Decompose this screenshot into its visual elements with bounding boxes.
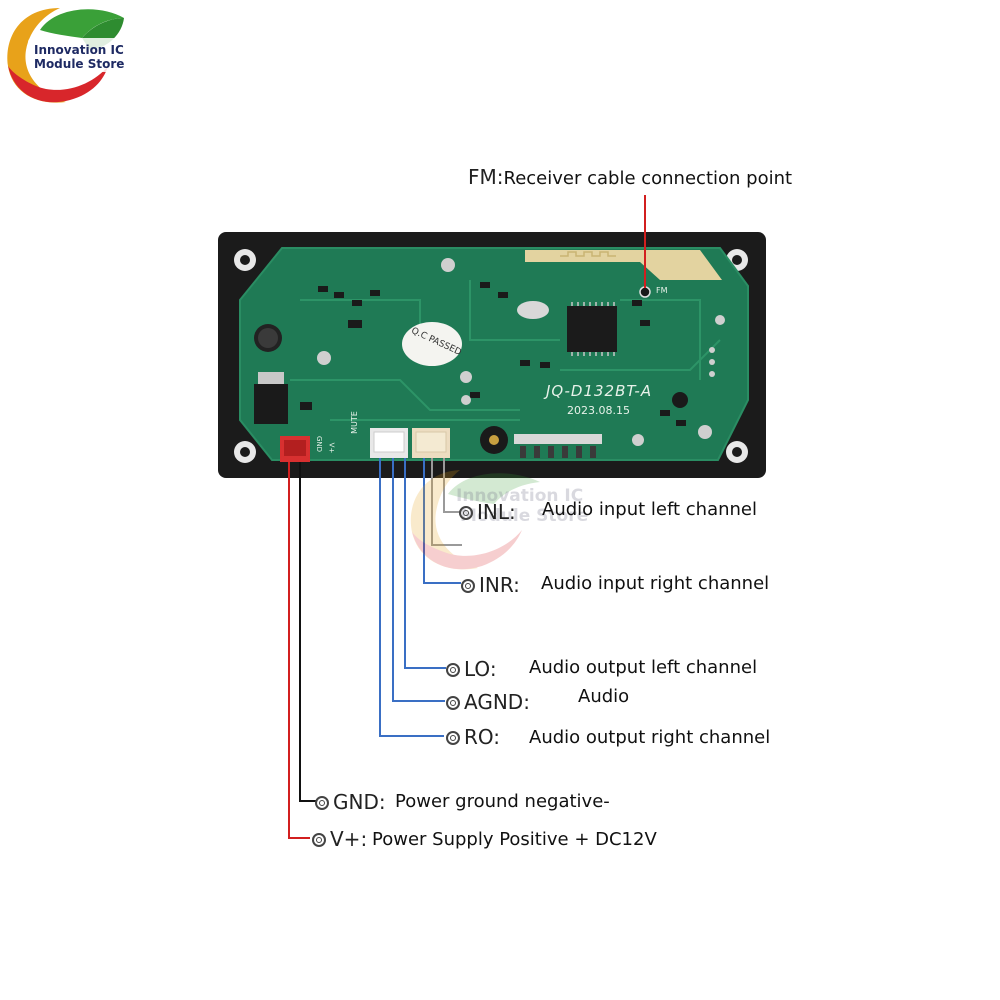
pin-inr: INR: (461, 573, 520, 597)
pin-agnd: AGND: (446, 690, 530, 714)
board-model-label: JQ-D132BT-A (546, 382, 653, 400)
pin-lo-description: Audio output left channel (529, 657, 758, 678)
silk-mute: MUTE (349, 411, 359, 434)
target-icon (459, 506, 473, 520)
fm-label: FM:Receiver cable connection point (468, 166, 792, 190)
target-icon (312, 833, 326, 847)
pin-vplus: V+: (312, 827, 367, 851)
watermark-line2: Module Store (460, 506, 589, 526)
brand-name-line2: Module Store (34, 57, 125, 71)
pin-gnd: GND: (315, 790, 386, 814)
vplus-wire (288, 462, 310, 839)
pin-agnd-description: Audio (578, 686, 630, 707)
lo-wire (404, 458, 446, 669)
agnd-wire (392, 458, 445, 702)
ro-wire (379, 458, 444, 737)
pin-ro-name: RO: (464, 725, 501, 749)
fm-description: Receiver cable connection point (503, 168, 793, 189)
silk-vplus: V+ (327, 442, 336, 454)
main-chip (567, 306, 617, 352)
pin-vplus-description: Power Supply Positive + DC12V (372, 829, 657, 850)
board-date-label: 2023.08.15 (567, 404, 630, 417)
pin-gnd-name: GND: (333, 790, 386, 814)
target-icon (446, 731, 460, 745)
qc-passed-sticker (402, 322, 462, 366)
gray-wire (431, 458, 462, 546)
gnd-wire (299, 462, 317, 802)
silk-fm: FM (656, 286, 668, 295)
regulator (254, 384, 288, 424)
silk-gnd: GND (315, 435, 324, 453)
pin-inl: INL: (459, 500, 516, 524)
target-icon (315, 796, 329, 810)
pin-inr-description: Audio input right channel (541, 573, 770, 594)
crystal (517, 301, 549, 319)
inl-wire (443, 458, 460, 513)
pin-ro-description: Audio output right channel (529, 727, 771, 748)
card-slot (514, 434, 602, 444)
antenna-pad (525, 250, 722, 280)
brand-name-line1: Innovation IC (34, 43, 124, 57)
target-icon (461, 579, 475, 593)
fm-solder-pad (639, 286, 651, 298)
target-icon (446, 696, 460, 710)
pin-vplus-name: V+: (330, 827, 368, 851)
watermark-logo-icon (410, 470, 540, 570)
brand-logo-icon (7, 8, 124, 103)
watermark-line1: Innovation IC (456, 486, 584, 506)
pin-ro: RO: (446, 725, 500, 749)
pin-inl-name: INL: (477, 500, 516, 524)
inr-wire (423, 458, 461, 584)
pin-agnd-name: AGND: (464, 690, 530, 714)
target-icon (446, 663, 460, 677)
pin-lo: LO: (446, 657, 497, 681)
pin-lo-name: LO: (464, 657, 497, 681)
pin-inr-name: INR: (479, 573, 520, 597)
pin-gnd-description: Power ground negative- (395, 791, 610, 812)
fm-pin-name: FM: (468, 165, 504, 189)
pin-inl-description: Audio input left channel (542, 499, 758, 520)
